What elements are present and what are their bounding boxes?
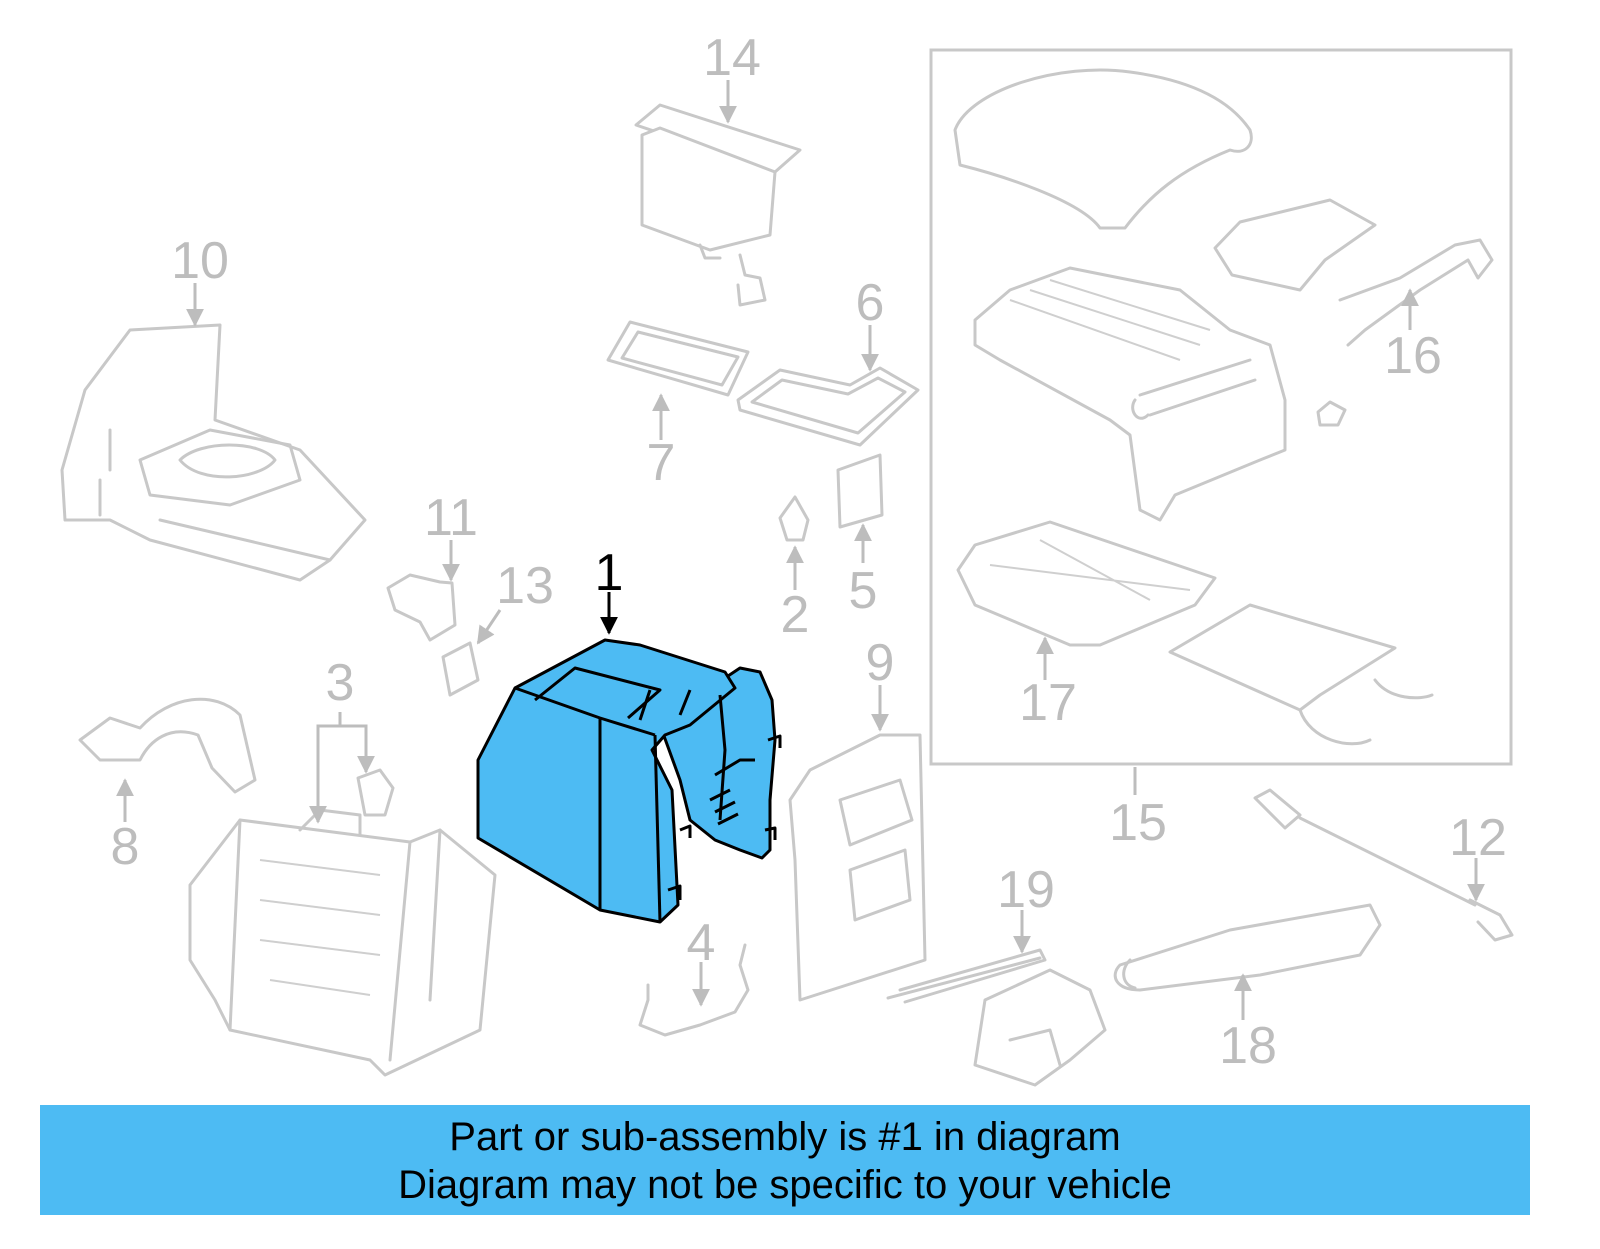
callout-3: 3 bbox=[326, 654, 355, 712]
banner-line-2: Diagram may not be specific to your vehi… bbox=[398, 1163, 1172, 1207]
part-1-front-bin bbox=[476, 638, 737, 924]
part-15-lid-shape bbox=[953, 68, 1253, 230]
callout-5: 5 bbox=[849, 562, 878, 620]
info-banner: Part or sub-assembly is #1 in diagram Di… bbox=[40, 1105, 1530, 1215]
part-9-shape bbox=[788, 733, 927, 1002]
part-16-shape bbox=[1316, 238, 1494, 427]
part-3-shape bbox=[188, 768, 497, 1077]
info-banner-bg bbox=[40, 1105, 1530, 1215]
banner-line-1: Part or sub-assembly is #1 in diagram bbox=[449, 1115, 1121, 1159]
callout-19: 19 bbox=[997, 861, 1055, 919]
part-13-shape bbox=[441, 641, 480, 697]
part-18-shape bbox=[1113, 903, 1382, 992]
callout-4: 4 bbox=[687, 914, 716, 972]
callout-8: 8 bbox=[111, 818, 140, 876]
part-15-tray2-shape bbox=[1168, 603, 1434, 746]
callout-2: 2 bbox=[781, 586, 810, 644]
part-6-shape bbox=[736, 366, 920, 447]
part-11-shape bbox=[386, 573, 457, 642]
part-1-shape bbox=[476, 638, 782, 924]
callout-1: 1 bbox=[595, 544, 624, 602]
callout-7: 7 bbox=[647, 434, 676, 492]
callout-6: 6 bbox=[856, 274, 885, 332]
callout-numbers: 1 2 3 4 5 6 7 8 9 10 11 12 13 14 15 16 1… bbox=[111, 29, 1507, 1075]
callout-10: 10 bbox=[171, 232, 229, 290]
part-15-tray-shape bbox=[956, 520, 1217, 647]
part-12-shape bbox=[1253, 788, 1514, 942]
part-2-shape bbox=[778, 495, 810, 542]
callout-17: 17 bbox=[1019, 674, 1077, 732]
callout-18: 18 bbox=[1219, 1017, 1277, 1075]
callout-12: 12 bbox=[1449, 809, 1507, 867]
callout-16: 16 bbox=[1384, 327, 1442, 385]
part-15-armrest-base-shape bbox=[973, 266, 1287, 522]
assembly-15-box bbox=[929, 48, 1513, 766]
part-4-shape bbox=[638, 943, 750, 1037]
callout-leaders bbox=[116, 80, 1485, 1020]
part-8-shape bbox=[78, 697, 257, 794]
part-10-shape bbox=[60, 323, 367, 582]
callout-11: 11 bbox=[424, 489, 478, 547]
callout-13: 13 bbox=[496, 557, 554, 615]
part-5-shape bbox=[836, 453, 884, 529]
callout-15: 15 bbox=[1109, 794, 1167, 852]
part-19-shape bbox=[886, 948, 1107, 1087]
part-14-shape bbox=[634, 103, 802, 307]
part-15-latch-shape bbox=[1213, 198, 1377, 292]
callout-9: 9 bbox=[866, 634, 895, 692]
part-7-shape bbox=[606, 320, 750, 397]
callout-14: 14 bbox=[703, 29, 761, 87]
